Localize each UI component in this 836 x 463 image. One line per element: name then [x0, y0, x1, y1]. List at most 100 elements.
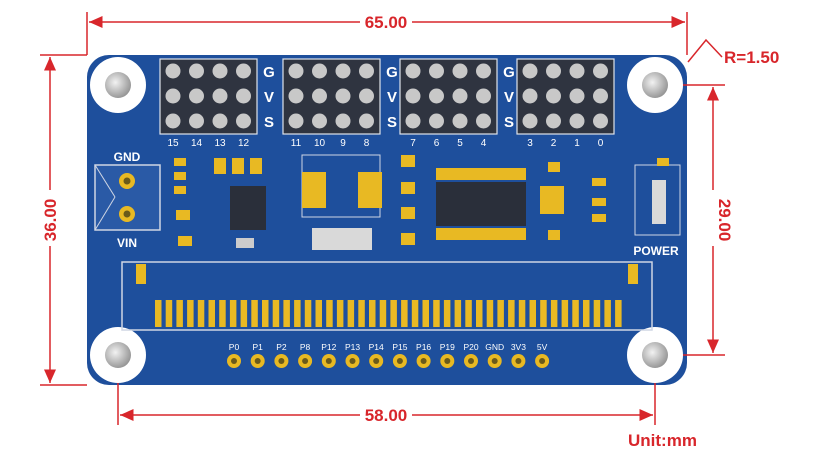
gnd-terminal-label: GND	[114, 150, 141, 164]
gold-finger	[422, 300, 429, 327]
row-label-s: S	[504, 114, 514, 131]
channel-label: 10	[314, 138, 326, 149]
pin-hole	[444, 358, 451, 364]
channel-label: 14	[191, 138, 203, 149]
corner-radius-label: R=1.50	[724, 48, 779, 67]
channel-label: 13	[214, 138, 226, 149]
gold-finger	[540, 300, 547, 327]
servo-header-group	[159, 58, 258, 135]
channel-label: 11	[291, 138, 302, 149]
pin-hole	[302, 358, 309, 364]
channel-label: 5	[457, 138, 463, 149]
gold-finger	[336, 300, 344, 327]
gold-finger	[454, 300, 462, 327]
pin-label: P12	[321, 342, 336, 352]
gold-finger	[593, 300, 601, 327]
servo-header-group	[516, 58, 615, 135]
channel-label: 9	[340, 138, 346, 149]
header-pin	[429, 113, 444, 129]
channel-label: 3	[527, 138, 533, 149]
gold-finger	[508, 300, 515, 327]
mounting-hole	[90, 57, 146, 113]
height-dimension-label: 36.00	[41, 199, 60, 242]
pin-hole	[515, 358, 522, 364]
gold-finger	[518, 300, 526, 327]
header-pin	[452, 63, 468, 79]
header-pin	[476, 113, 491, 129]
gold-finger	[176, 300, 183, 327]
header-pin	[335, 63, 351, 79]
gold-finger	[240, 300, 248, 327]
gold-finger	[497, 300, 504, 327]
pin-hole	[420, 358, 427, 364]
pin-label: GND	[485, 342, 504, 352]
hole-spacing-y-label: 29.00	[715, 199, 734, 242]
header-pin	[335, 113, 351, 129]
pin-hole	[278, 358, 285, 364]
header-pin	[236, 113, 251, 129]
row-label-g: G	[386, 64, 398, 81]
gold-finger	[219, 300, 226, 327]
gold-finger	[390, 300, 397, 327]
row-label-v: V	[264, 89, 274, 106]
hole-spacing-x-label: 58.00	[365, 406, 408, 425]
header-pin	[476, 63, 491, 79]
header-pin	[189, 113, 204, 129]
gold-finger	[486, 300, 494, 327]
gold-finger	[433, 300, 440, 327]
pin-hole	[231, 358, 237, 364]
gold-finger	[315, 300, 322, 327]
gold-finger	[272, 300, 280, 327]
edge-connector	[121, 261, 653, 331]
gold-finger	[187, 300, 194, 327]
channel-label: 6	[434, 138, 440, 149]
gold-finger	[583, 300, 590, 327]
mounting-hole	[90, 327, 146, 383]
header-pin	[405, 88, 421, 104]
header-pin	[405, 113, 421, 129]
channel-label: 2	[551, 138, 557, 149]
pin-hole	[373, 358, 380, 364]
pin-label: P2	[276, 342, 287, 352]
gold-finger	[304, 300, 312, 327]
header-pin	[593, 63, 608, 79]
header-pin	[189, 63, 204, 79]
header-pin	[546, 63, 561, 79]
channel-label: 8	[364, 138, 370, 149]
header-pin	[593, 88, 608, 104]
pin-hole	[396, 358, 403, 364]
pin-label: P16	[416, 342, 431, 352]
power-label: POWER	[633, 244, 679, 258]
header-pin	[165, 88, 181, 104]
gold-finger	[283, 300, 290, 327]
gold-finger	[294, 300, 301, 327]
pin-label: 3V3	[511, 342, 526, 352]
gold-finger	[326, 300, 333, 327]
header-pin	[288, 88, 304, 104]
row-label-g: G	[263, 64, 275, 81]
pin-label: P20	[463, 342, 478, 352]
pin-label: 5V	[537, 342, 548, 352]
row-label-v: V	[504, 89, 514, 106]
channel-label: 4	[481, 138, 487, 149]
gold-finger	[262, 300, 269, 327]
header-pin	[522, 63, 538, 79]
header-pin	[312, 88, 327, 104]
pin-label: P13	[345, 342, 360, 352]
pin-label: P0	[229, 342, 240, 352]
header-pin	[593, 113, 608, 129]
gold-finger	[572, 300, 579, 327]
pin-hole	[468, 358, 474, 364]
gold-finger	[411, 300, 419, 327]
header-pin	[405, 63, 421, 79]
gold-finger	[208, 300, 215, 327]
gold-finger	[615, 300, 622, 327]
mounting-hole	[627, 327, 683, 383]
header-pin	[476, 88, 491, 104]
header-pin	[569, 113, 585, 129]
pcb-board	[87, 55, 687, 385]
header-pin	[569, 63, 585, 79]
header-pin	[335, 88, 351, 104]
header-pin	[429, 63, 444, 79]
header-pin	[312, 113, 327, 129]
